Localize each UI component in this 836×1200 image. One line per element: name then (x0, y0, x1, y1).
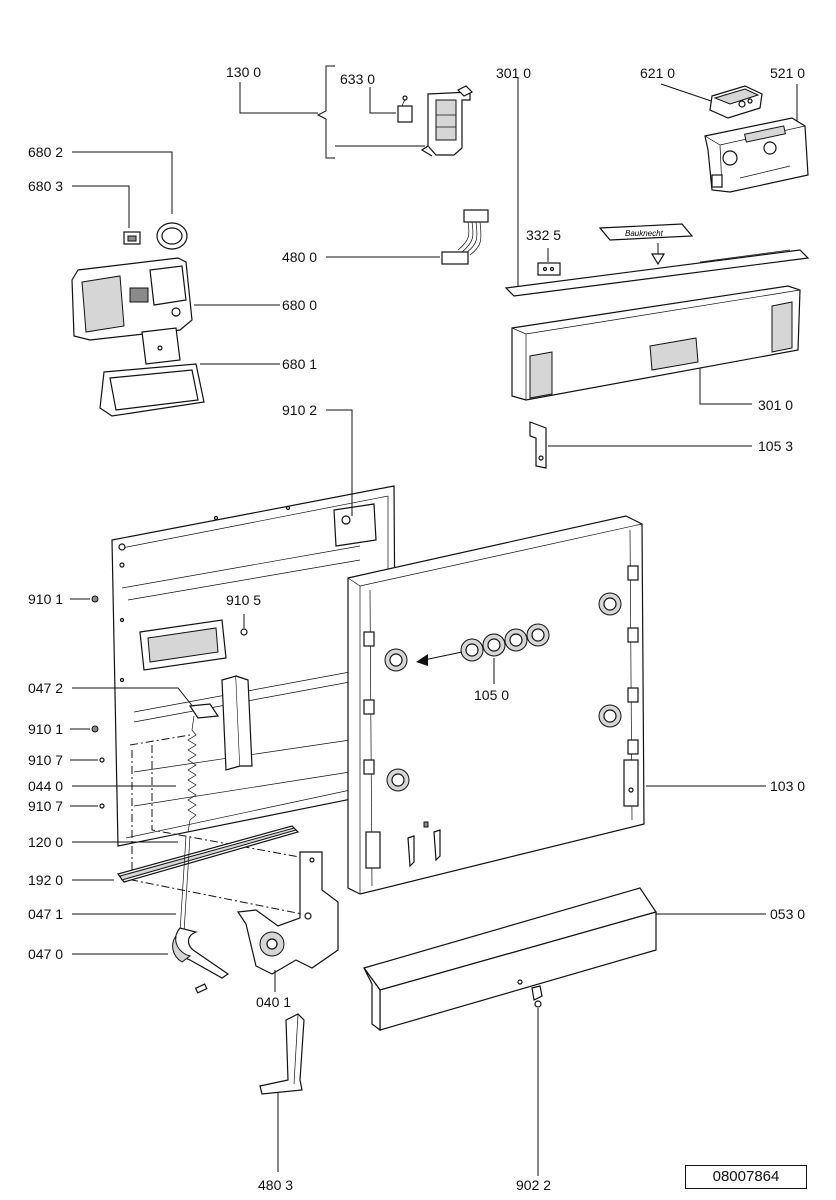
label-0471: 047 1 (28, 906, 63, 922)
label-5210: 521 0 (770, 65, 805, 81)
label-3010-top: 301 0 (496, 65, 531, 81)
label-1053: 105 3 (758, 438, 793, 454)
part-1300-switch-assembly (239, 65, 474, 159)
label-9022: 902 2 (516, 1177, 551, 1193)
label-9101-a: 910 1 (28, 591, 63, 607)
label-0530: 053 0 (770, 906, 805, 922)
part-1200-inner-door-panel (111, 409, 397, 847)
label-9101-b: 910 1 (28, 721, 63, 737)
label-6801: 680 1 (282, 356, 317, 372)
label-1300: 130 0 (226, 64, 261, 80)
label-9107-b: 910 7 (28, 798, 63, 814)
label-0401: 040 1 (256, 994, 291, 1010)
label-9105: 910 5 (226, 592, 261, 608)
part-labels: 130 0 633 0 301 0 621 0 521 0 680 2 680 … (28, 64, 805, 1193)
label-3325: 332 5 (526, 227, 561, 243)
label-1200: 120 0 (28, 834, 63, 850)
part-0401-hinge (236, 851, 339, 992)
label-0472: 047 2 (28, 680, 63, 696)
part-1030-outer-door-panel (347, 515, 766, 895)
part-0440-door-spring (72, 687, 220, 833)
label-0440: 044 0 (28, 778, 63, 794)
label-1030: 103 0 (770, 778, 805, 794)
part-4803-cover-strip (259, 1013, 305, 1172)
label-1050: 105 0 (474, 687, 509, 703)
brand-plate-text: Bauknecht (625, 229, 664, 238)
label-4800: 480 0 (282, 249, 317, 265)
part-0530-kick-plate (363, 887, 766, 1032)
part-910-screws (70, 595, 248, 809)
label-6330: 633 0 (340, 71, 375, 87)
label-9102: 910 2 (282, 402, 317, 418)
label-4803: 480 3 (258, 1177, 293, 1193)
label-6802: 680 2 (28, 144, 63, 160)
label-9107-a: 910 7 (28, 752, 63, 768)
part-0470-hinge-cable (72, 835, 230, 994)
label-3010-side: 301 0 (758, 397, 793, 413)
label-0470: 047 0 (28, 946, 63, 962)
label-6803: 680 3 (28, 178, 63, 194)
part-1920-seal-strip (72, 825, 300, 883)
label-1920: 192 0 (28, 872, 63, 888)
part-6800-detergent-dispenser (71, 151, 280, 417)
part-4800-wire-harness (326, 209, 489, 265)
part-1053-bracket (529, 421, 752, 469)
part-9022-fastener (531, 985, 543, 1176)
part-3010-control-panel: Bauknecht (504, 78, 810, 405)
label-6800: 680 0 (282, 297, 317, 313)
part-5210-electronic-module (660, 83, 809, 193)
label-6210: 621 0 (640, 65, 675, 81)
document-number-box: 08007864 (685, 1165, 807, 1189)
